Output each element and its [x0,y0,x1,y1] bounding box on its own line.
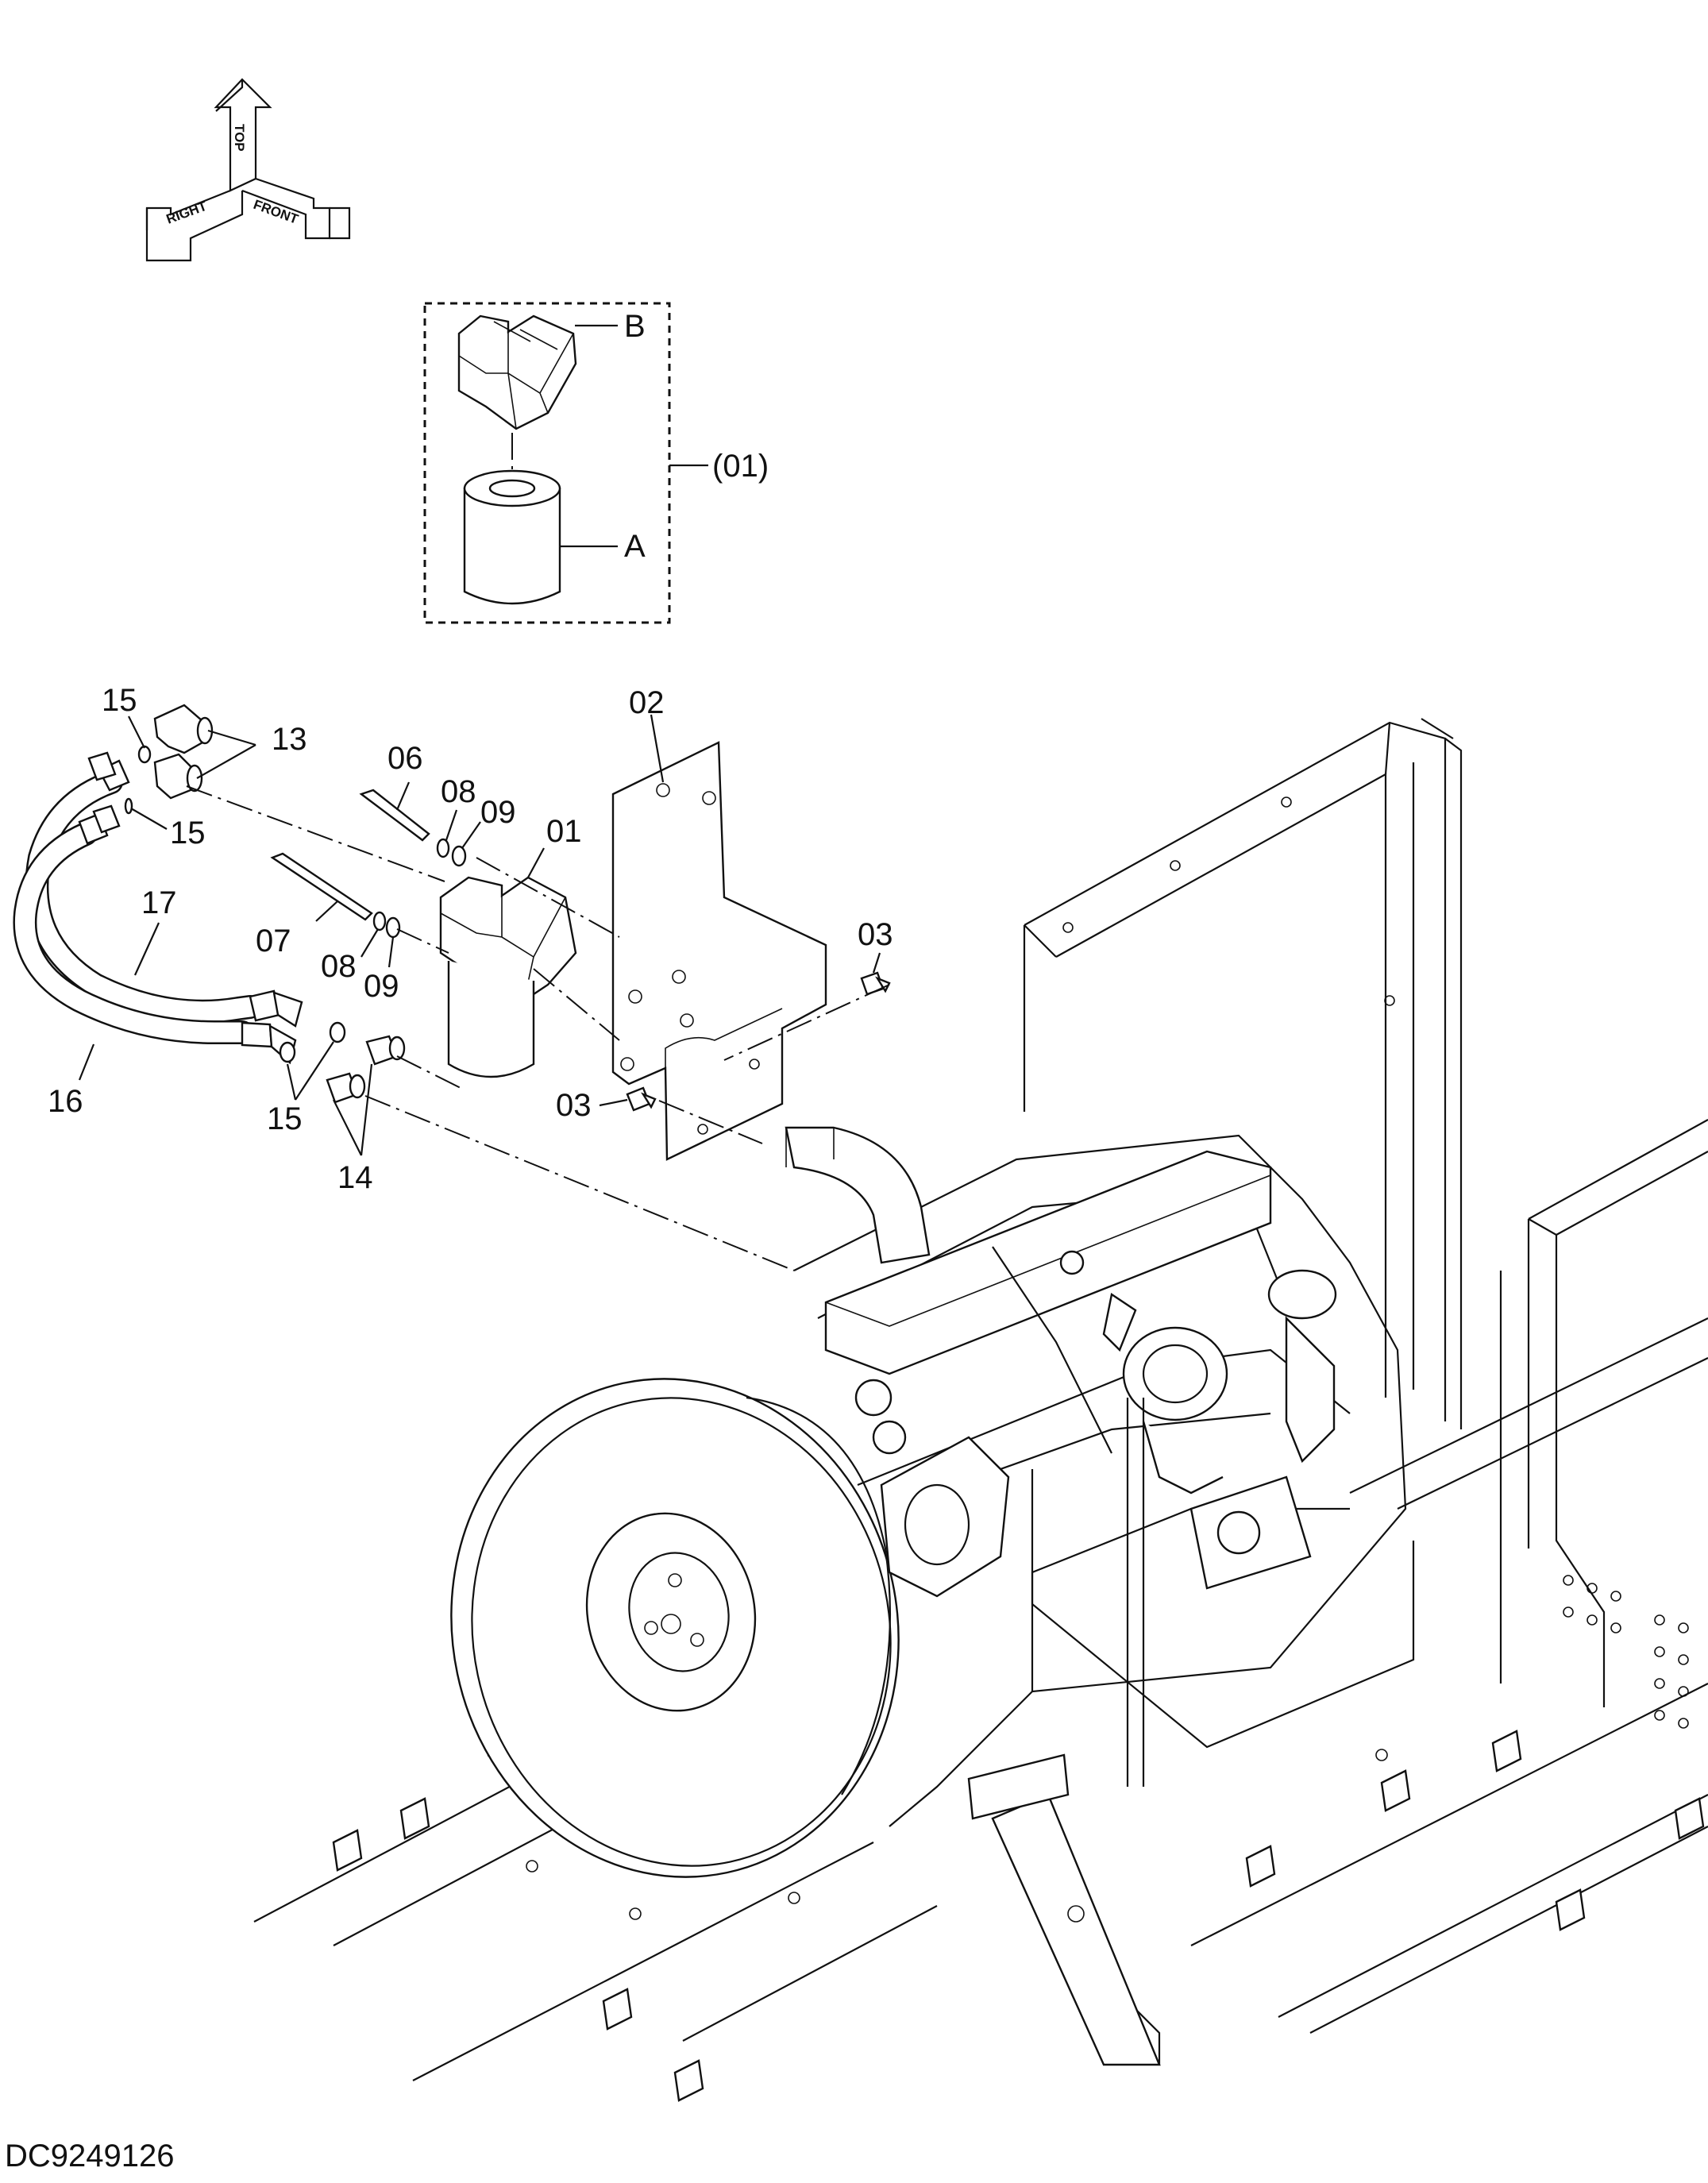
alternator [880,1398,1312,1787]
orientation-symbol: TOP RIGHT FRONT [145,78,351,262]
o-ring-15-middle [124,797,133,815]
callout-assembly: (01) [712,449,769,484]
orientation-right-label: RIGHT [164,199,210,227]
callout-03-left: 03 [556,1088,592,1123]
orientation-top-label: TOP [232,124,247,152]
o-ring-15-lower-2 [279,1041,296,1063]
callout-b: B [624,309,646,344]
bolts-03 [626,971,891,1112]
callout-17: 17 [141,885,177,920]
intake-elbow [785,1126,931,1264]
callout-09-top: 09 [480,795,516,830]
o-ring-15-lower-1 [329,1021,346,1043]
o-ring-15-top [137,745,152,764]
filter-element-a [463,469,561,605]
callout-08-bottom: 08 [321,949,357,984]
bracket-02 [611,741,827,1161]
callout-15-bottom: 15 [267,1101,303,1136]
frame-holes [1563,1575,1689,1729]
elbow-fittings-13 [153,704,214,800]
adapters-14 [326,1035,406,1104]
callout-08-top: 08 [441,774,476,809]
filter-assembly-detail: B A (01) [423,302,769,624]
dipstick [992,1246,1112,1454]
flywheel-housing [450,1378,900,1878]
callout-09-bottom: 09 [364,969,399,1004]
callout-16: 16 [48,1084,83,1119]
exploded-parts [13,704,891,1271]
bolts [270,789,430,921]
right-frame [1499,1119,1708,1707]
callout-01: 01 [546,814,582,849]
hose-assembly [13,751,303,1065]
callout-15-middle: 15 [170,816,206,850]
turbocharger [1102,1269,1337,1495]
assembly-dashed-frame [423,302,671,624]
filter-01 [439,876,577,1078]
callout-a: A [624,529,646,564]
radiator-frame [1023,718,1463,1429]
callout-15-top: 15 [102,683,137,718]
washer-08-bottom [372,911,387,931]
callouts: 15 13 15 06 08 09 01 02 03 03 07 08 09 1… [48,683,893,1195]
filter-head-b [457,314,577,430]
washer-09-top [451,845,467,867]
engine-and-frame [253,718,1708,2102]
document-id: DC9249126 [5,2139,175,2173]
exhaust-pipe [967,1753,1161,2066]
callout-03-right: 03 [858,917,893,952]
callout-06: 06 [387,741,423,776]
rocker-cover [824,1150,1272,1455]
callout-14: 14 [337,1160,373,1195]
callout-13: 13 [272,722,307,757]
washer-09-bottom [385,916,401,939]
orientation-front-label: FRONT [252,197,301,227]
base-frame [253,1317,1708,2081]
callout-07: 07 [256,924,291,958]
callout-02: 02 [629,685,665,720]
washer-08-top [436,838,450,858]
